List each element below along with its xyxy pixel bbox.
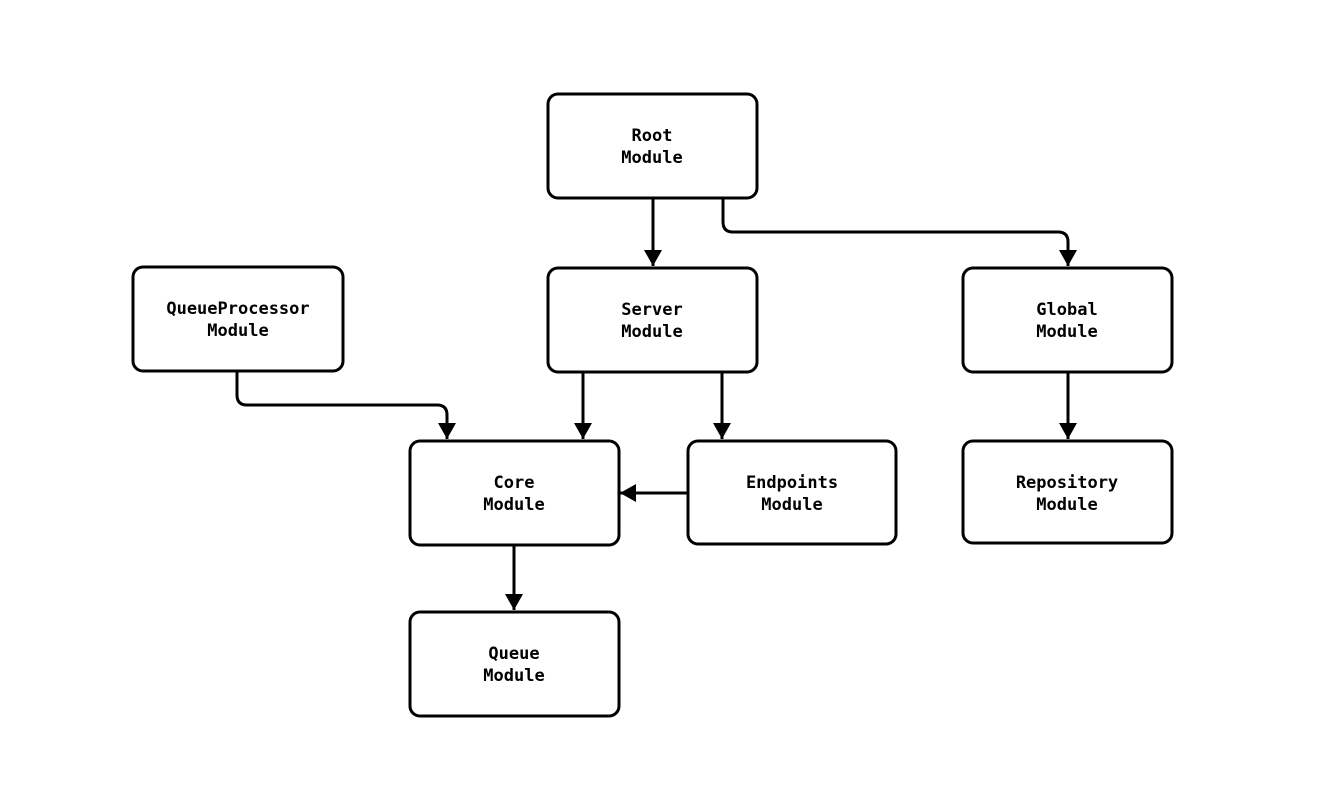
node-global-module-box bbox=[961, 266, 1174, 374]
node-server-module-box bbox=[546, 266, 759, 374]
node-repository-module-label-line2: Module bbox=[1036, 495, 1097, 515]
node-queue-module-box bbox=[408, 610, 621, 718]
node-endpoints-module-label-line1: Endpoints bbox=[746, 473, 838, 493]
node-queue-module-label-line1: Queue bbox=[488, 644, 539, 664]
node-queue-module: Queue Module bbox=[408, 610, 621, 718]
node-global-module-label-line1: Global bbox=[1036, 300, 1097, 320]
node-root-module-box bbox=[546, 92, 759, 200]
node-server-module-label-line2: Module bbox=[621, 322, 682, 342]
node-endpoints-module-label-line2: Module bbox=[761, 495, 822, 515]
node-server-module-label-line1: Server bbox=[621, 300, 682, 320]
node-endpoints-module: Endpoints Module bbox=[686, 439, 898, 546]
node-repository-module-box bbox=[961, 439, 1174, 545]
node-server-module: Server Module bbox=[546, 266, 759, 374]
node-core-module: Core Module bbox=[408, 439, 621, 547]
node-queueprocessor-module-label-line1: QueueProcessor bbox=[166, 299, 309, 319]
node-queueprocessor-module: QueueProcessor Module bbox=[131, 265, 345, 373]
node-queueprocessor-module-label-line2: Module bbox=[207, 321, 268, 341]
node-endpoints-module-box bbox=[686, 439, 898, 546]
node-repository-module-label-line1: Repository bbox=[1016, 473, 1118, 493]
edges bbox=[235, 198, 1077, 610]
node-queue-module-label-line2: Module bbox=[483, 666, 544, 686]
node-global-module-label-line2: Module bbox=[1036, 322, 1097, 342]
node-repository-module: Repository Module bbox=[961, 439, 1174, 545]
node-core-module-box bbox=[408, 439, 621, 547]
node-global-module: Global Module bbox=[961, 266, 1174, 374]
node-queueprocessor-module-box bbox=[131, 265, 345, 373]
node-root-module-label-line1: Root bbox=[632, 126, 673, 146]
edge-queueprocessor-to-core bbox=[235, 372, 456, 439]
edge-root-to-global bbox=[721, 198, 1077, 266]
node-root-module: Root Module bbox=[546, 92, 759, 200]
node-core-module-label-line1: Core bbox=[494, 473, 535, 493]
node-core-module-label-line2: Module bbox=[483, 495, 544, 515]
node-root-module-label-line2: Module bbox=[621, 148, 682, 168]
